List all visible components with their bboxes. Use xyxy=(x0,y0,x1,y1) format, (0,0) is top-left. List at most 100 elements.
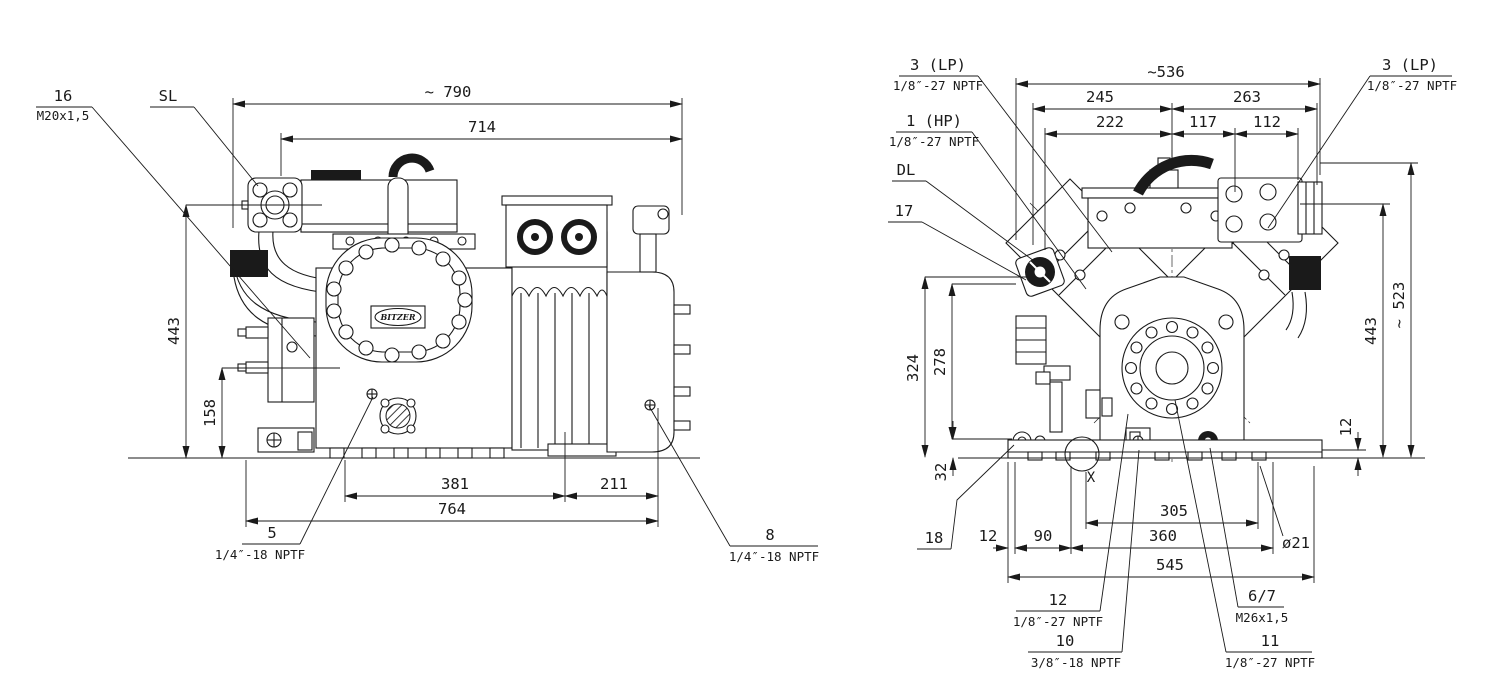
dim-front-545: 545 xyxy=(1156,556,1184,574)
dim-front-112: 112 xyxy=(1253,113,1281,131)
connection-8-id: 8 xyxy=(765,526,774,544)
connection-11-id: 11 xyxy=(1261,632,1280,650)
connection-12-spec: 1/8″-27 NPTF xyxy=(1013,614,1103,629)
front-dimensions-left: 324 278 32 xyxy=(904,276,1026,482)
dim-front-12-right: 12 xyxy=(1337,418,1355,437)
connection-18-id: 18 xyxy=(925,529,944,547)
x-detail-label: X xyxy=(1087,470,1096,486)
connection-5-id: 5 xyxy=(267,524,276,542)
connection-10-id: 10 xyxy=(1056,632,1075,650)
connection-10-spec: 3/8″-18 NPTF xyxy=(1031,655,1121,670)
connection-1hp-id: 1 (HP) xyxy=(906,112,962,130)
label-12-bottom: 12 1/8″-27 NPTF xyxy=(1013,413,1129,629)
oil-sight-glass xyxy=(379,397,417,435)
dim-front-523: ~ 523 xyxy=(1390,282,1408,329)
dim-side-overall-width: ~ 790 xyxy=(425,83,472,101)
side-leader-labels: 16 M20x1,5 SL 5 1/4″-18 NPTF 8 1/4″-18 N… xyxy=(36,87,819,564)
dim-front-536: ~536 xyxy=(1147,63,1184,81)
label-dl: DL xyxy=(892,161,1035,262)
label-17: 17 xyxy=(888,202,1027,281)
front-machine-geometry xyxy=(958,150,1425,472)
connection-16-spec: M20x1,5 xyxy=(37,108,90,123)
dim-front-443: 443 xyxy=(1362,317,1380,345)
label-5: 5 1/4″-18 NPTF xyxy=(215,396,374,562)
connection-3lp-right-id: 3 (LP) xyxy=(1382,56,1438,74)
dim-front-117: 117 xyxy=(1189,113,1217,131)
end-bell xyxy=(606,271,691,453)
connector-block xyxy=(1289,256,1321,290)
dim-front-222: 222 xyxy=(1096,113,1124,131)
crankcase-cover: BITZER xyxy=(325,237,473,363)
label-3lp-right: 3 (LP) 1/8″-27 NPTF xyxy=(1267,56,1457,229)
connection-17-id: 17 xyxy=(895,202,914,220)
connection-5-spec: 1/4″-18 NPTF xyxy=(215,547,305,562)
connection-67-spec: M26x1,5 xyxy=(1236,610,1289,625)
connection-1hp-spec: 1/8″-27 NPTF xyxy=(889,134,979,149)
front-view: ~536 245 263 222 117 112 324 2 xyxy=(888,56,1457,670)
dim-front-245: 245 xyxy=(1086,88,1114,106)
dl-connection xyxy=(1015,247,1065,297)
dim-front-278: 278 xyxy=(931,348,949,376)
shaft-flange xyxy=(1121,317,1223,419)
connection-11-spec: 1/8″-27 NPTF xyxy=(1225,655,1315,670)
connection-3lp-left-id: 3 (LP) xyxy=(910,56,966,74)
side-machine-geometry: BITZER xyxy=(128,153,700,459)
connection-3lp-right-spec: 1/8″-27 NPTF xyxy=(1367,78,1457,93)
side-dimensions: ~ 790 714 443 158 381 211 764 xyxy=(165,83,683,527)
dim-front-324: 324 xyxy=(904,354,922,382)
oil-pump-front xyxy=(1012,315,1071,451)
label-16: 16 M20x1,5 xyxy=(36,87,311,359)
discharge-line-label: DL xyxy=(897,161,916,179)
connection-3lp-left-spec: 1/8″-27 NPTF xyxy=(893,78,983,93)
dim-front-305: 305 xyxy=(1160,502,1188,520)
base-plate xyxy=(1007,439,1323,461)
motor-fins-top xyxy=(511,286,608,298)
motor-section xyxy=(501,195,617,457)
label-1hp: 1 (HP) 1/8″-27 NPTF xyxy=(889,112,1087,290)
front-dimensions-right: ~ 523 443 12 xyxy=(1300,162,1418,476)
label-8: 8 1/4″-18 NPTF xyxy=(648,405,819,564)
front-leader-labels: 3 (LP) 1/8″-27 NPTF 1 (HP) 1/8″-27 NPTF … xyxy=(888,56,1457,670)
dim-side-381: 381 xyxy=(441,475,469,493)
front-dimensions-top: ~536 245 263 222 117 112 xyxy=(1015,63,1321,250)
label-18: 18 xyxy=(917,444,1015,550)
dim-front-foot-hole: ø21 xyxy=(1282,534,1310,552)
dim-side-714: 714 xyxy=(468,118,496,136)
label-6-7: 6/7 M26x1,5 xyxy=(1209,447,1289,625)
discharge-elbow xyxy=(632,205,670,273)
brand-logo: BITZER xyxy=(379,312,415,322)
dim-front-12-bottom: 12 xyxy=(979,527,998,545)
connection-8-spec: 1/4″-18 NPTF xyxy=(729,549,819,564)
label-3lp-left: 3 (LP) 1/8″-27 NPTF xyxy=(893,56,1113,253)
x-detail-circle xyxy=(1064,436,1100,472)
label-11: 11 1/8″-27 NPTF xyxy=(1174,399,1315,670)
top-housing xyxy=(300,179,458,233)
dim-side-443: 443 xyxy=(165,317,183,345)
dim-front-263: 263 xyxy=(1233,88,1261,106)
suction-line-label: SL xyxy=(159,87,178,105)
dim-front-32: 32 xyxy=(932,463,950,482)
front-dimensions-bottom: 305 12 90 360 545 ø21 xyxy=(979,462,1315,583)
terminal-2 xyxy=(561,219,597,255)
dim-front-90: 90 xyxy=(1034,527,1053,545)
oil-pump-side xyxy=(237,317,315,403)
connection-12-id: 12 xyxy=(1049,591,1068,609)
terminal-1 xyxy=(517,219,553,255)
top-cylinder-head xyxy=(1087,197,1233,249)
label-10: 10 3/8″-18 NPTF xyxy=(1028,449,1140,670)
muffler-arc xyxy=(1133,154,1214,196)
dim-side-211: 211 xyxy=(600,475,628,493)
nameplate xyxy=(370,305,426,329)
connection-67-id: 6/7 xyxy=(1248,587,1276,605)
pipe-arc xyxy=(388,153,435,178)
discharge-valve-block xyxy=(1217,177,1323,339)
mounting-feet-side xyxy=(329,447,505,459)
side-view: BITZER xyxy=(36,83,819,564)
label-sl: SL xyxy=(150,87,259,187)
dim-side-158: 158 xyxy=(201,399,219,427)
dim-front-360: 360 xyxy=(1149,527,1177,545)
hatched-strip xyxy=(311,170,361,180)
dim-side-764: 764 xyxy=(438,500,466,518)
